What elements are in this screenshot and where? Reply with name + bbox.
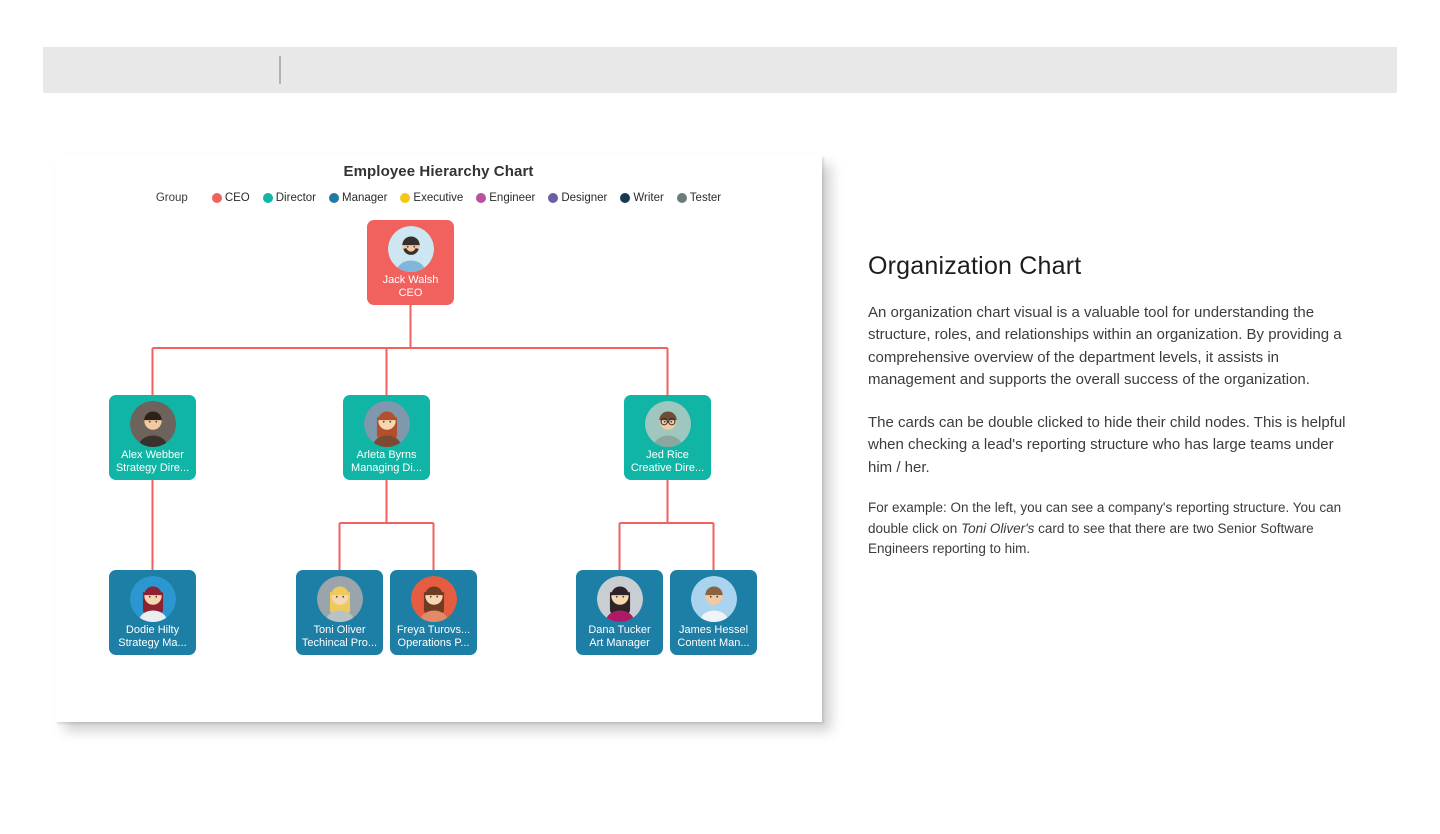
avatar-jack-walsh xyxy=(387,226,434,272)
employee-name: Toni Oliver xyxy=(313,624,366,636)
employee-title: Techincal Pro... xyxy=(301,636,378,649)
avatar-jed-rice xyxy=(644,401,691,447)
description-paragraph-2: The cards can be double clicked to hide … xyxy=(868,414,1346,476)
legend-dot-tester xyxy=(676,193,687,203)
org-node-jack-walsh[interactable]: Jack Walsh CEO xyxy=(367,220,454,305)
employee-title: Art Manager xyxy=(589,636,650,649)
legend-dot-engineer xyxy=(476,193,487,203)
avatar-alex-webber xyxy=(129,401,176,447)
legend-dot-ceo xyxy=(211,193,222,203)
org-chart-visual: Employee Hierarchy Chart Group CEO Direc… xyxy=(55,155,822,722)
legend-item-tester[interactable]: Tester xyxy=(676,192,721,204)
org-chart-canvas: Jack Walsh CEO Alex Webber Strategy Dire… xyxy=(55,155,822,722)
employee-title: Creative Dire... xyxy=(630,461,705,474)
app-toolbar xyxy=(43,47,1397,93)
employee-title: Operations P... xyxy=(397,636,470,649)
legend-item-director[interactable]: Director xyxy=(262,192,316,204)
avatar-toni-oliver xyxy=(316,576,363,622)
org-node-james-hessel[interactable]: James Hessel Content Man... xyxy=(670,570,757,655)
connector-lines xyxy=(151,305,715,570)
employee-title: Strategy Dire... xyxy=(115,461,190,474)
employee-name: James Hessel xyxy=(678,624,749,636)
employee-name: Freya Turovs... xyxy=(396,624,471,636)
org-node-toni-oliver[interactable]: Toni Oliver Techincal Pro... xyxy=(296,570,383,655)
legend-dot-designer xyxy=(548,193,559,203)
description-paragraph-3: For example: On the left, you can see a … xyxy=(868,500,1342,557)
legend-group-label: Group xyxy=(155,192,188,204)
employee-title: Managing Di... xyxy=(351,461,422,474)
org-connectors xyxy=(151,305,715,570)
legend: Group CEO Director Manager Executive Eng… xyxy=(55,192,822,204)
description-panel: Organization Chart An organization chart… xyxy=(868,252,1360,560)
employee-name: Dana Tucker xyxy=(588,624,651,636)
org-node-arleta-byrns[interactable]: Arleta Byrns Managing Di... xyxy=(343,395,430,480)
legend-item-designer[interactable]: Designer xyxy=(548,192,607,204)
employee-name: Alex Webber xyxy=(121,449,184,461)
employee-title: CEO xyxy=(398,286,423,299)
avatar-freya-turovs xyxy=(410,576,457,622)
employee-name: Jack Walsh xyxy=(382,274,439,286)
employee-title: Strategy Ma... xyxy=(118,636,187,649)
avatar-dana-tucker xyxy=(596,576,643,622)
page-title: Organization Chart xyxy=(868,252,1082,280)
legend-dot-writer xyxy=(620,193,631,203)
legend-item-engineer[interactable]: Engineer xyxy=(476,192,535,204)
toni-oliver-reference: Toni Oliver's xyxy=(961,520,1035,536)
org-node-dodie-hilty[interactable]: Dodie Hilty Strategy Ma... xyxy=(109,570,196,655)
org-node-alex-webber[interactable]: Alex Webber Strategy Dire... xyxy=(109,395,196,480)
description-paragraph-1: An organization chart visual is a valuab… xyxy=(868,304,1342,388)
legend-item-manager[interactable]: Manager xyxy=(329,192,387,204)
org-node-freya-turovs[interactable]: Freya Turovs... Operations P... xyxy=(390,570,477,655)
org-node-dana-tucker[interactable]: Dana Tucker Art Manager xyxy=(576,570,663,655)
legend-dot-executive xyxy=(400,193,411,203)
avatar-james-hessel xyxy=(690,576,737,622)
avatar-dodie-hilty xyxy=(129,576,176,622)
legend-dot-manager xyxy=(329,193,340,203)
chart-title: Employee Hierarchy Chart xyxy=(343,163,534,180)
toolbar-divider xyxy=(279,56,281,84)
employee-title: Content Man... xyxy=(677,636,750,649)
legend-item-ceo[interactable]: CEO xyxy=(211,192,250,204)
employee-name: Dodie Hilty xyxy=(125,624,180,636)
employee-name: Arleta Byrns xyxy=(356,449,417,461)
legend-item-executive[interactable]: Executive xyxy=(400,192,463,204)
legend-item-writer[interactable]: Writer xyxy=(620,192,664,204)
avatar-arleta-byrns xyxy=(363,401,410,447)
employee-name: Jed Rice xyxy=(646,449,689,461)
org-node-jed-rice[interactable]: Jed Rice Creative Dire... xyxy=(624,395,711,480)
legend-dot-director xyxy=(262,193,273,203)
